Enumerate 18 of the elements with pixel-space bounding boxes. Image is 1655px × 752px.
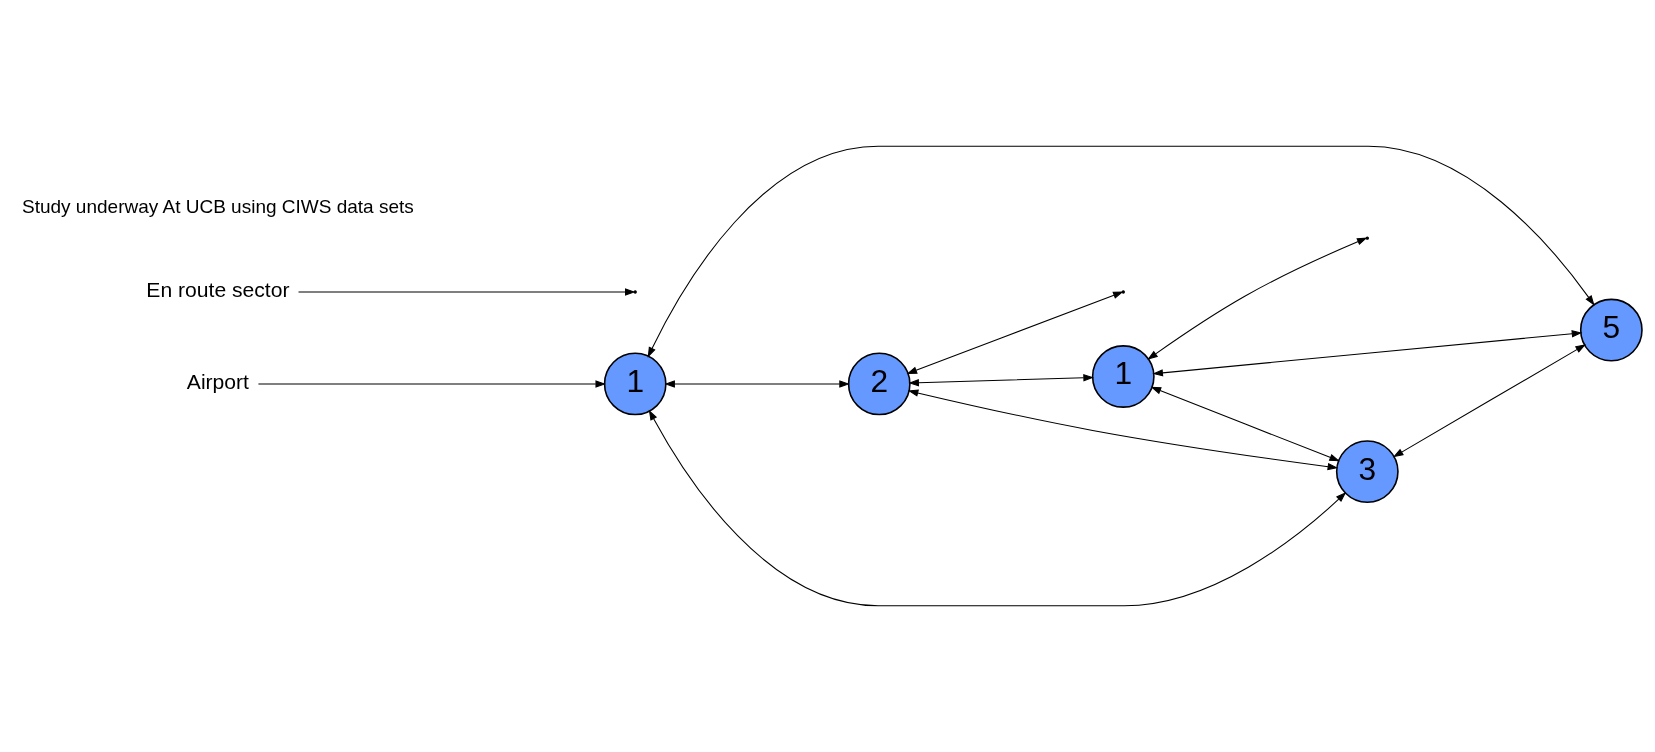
arrow: [1146, 237, 1368, 360]
arrow: [907, 389, 1338, 471]
node-circle: 2: [847, 352, 911, 416]
arrow: [257, 380, 606, 388]
arrow: [297, 288, 636, 296]
arrow: [1151, 330, 1582, 377]
node-circle: 1: [1091, 345, 1155, 408]
node-text: Airport: [186, 370, 249, 394]
arrow: [663, 380, 850, 388]
arrow: [1150, 386, 1340, 462]
node-circle: 1: [603, 352, 667, 416]
label: Study underway At UCB using CIWS data sets: [21, 196, 414, 218]
arrow: [647, 145, 1595, 358]
arrow: [648, 409, 1346, 607]
arrow: [1392, 344, 1586, 458]
node-text: En route sector: [145, 278, 289, 302]
arrow: [907, 374, 1094, 387]
node-circle: 5: [1579, 298, 1643, 362]
